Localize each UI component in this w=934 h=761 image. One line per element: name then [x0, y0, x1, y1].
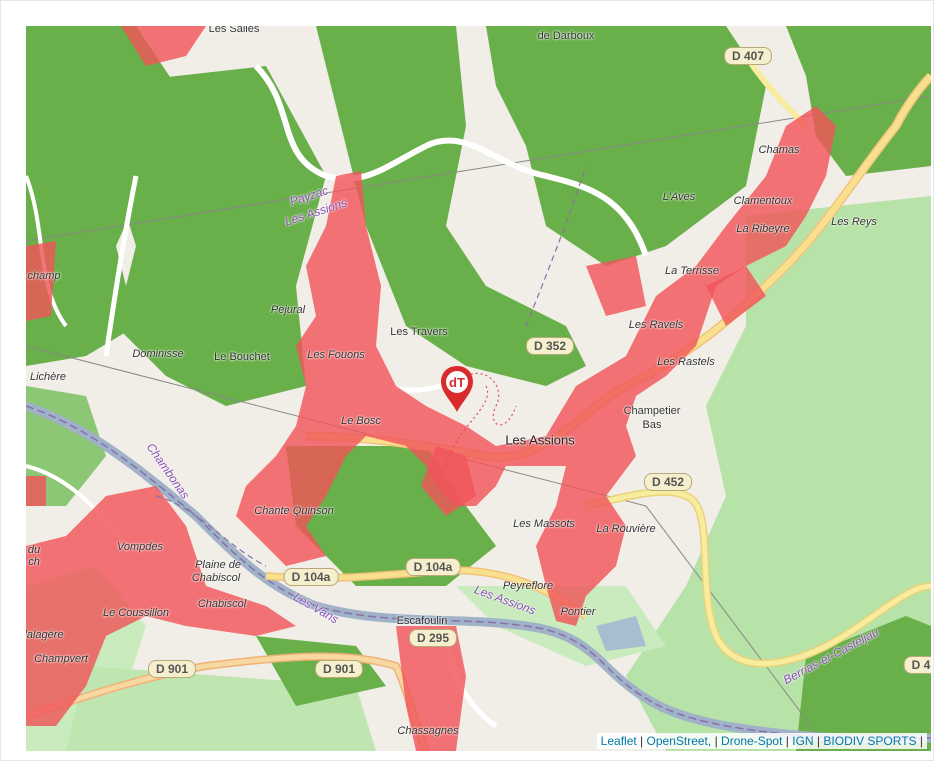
place-label: Le Bouchet: [214, 351, 270, 363]
place-label: La Terrisse: [664, 265, 720, 277]
restricted-zones: [26, 26, 836, 751]
place-label: La Rouvière: [596, 523, 656, 535]
place-label: Le Bosc: [341, 415, 381, 427]
place-label: Pejural: [270, 304, 306, 316]
place-label: La Ribeyre: [736, 223, 790, 235]
place-label: Lichère: [29, 371, 67, 383]
road-shield-d452: D 452: [643, 473, 693, 491]
place-label: Chamas: [758, 144, 800, 156]
place-label: Les Fouons: [307, 349, 365, 361]
road-shield-d901: D 901: [147, 660, 197, 678]
place-label: Peyreflore: [502, 580, 554, 592]
place-label: du: [27, 544, 41, 556]
place-label: Plaine de: [195, 559, 241, 571]
place-label: Chassagnes: [397, 725, 459, 737]
attribution-link-ign[interactable]: IGN: [792, 734, 814, 748]
road-shield-d104a: D 104a: [283, 568, 339, 586]
river-boundary: [26, 405, 931, 740]
place-label: Les Reys: [831, 216, 877, 228]
map-attribution: Leaflet | OpenStreet, | Drone-Spot | IGN…: [596, 733, 927, 749]
place-label: Champvert: [34, 653, 88, 665]
place-label: Les Ravels: [628, 319, 684, 331]
forest-area: [796, 616, 931, 751]
place-label: Le Coussillon: [102, 607, 170, 619]
attribution-separator: |: [816, 734, 821, 748]
marker-label: dT: [449, 375, 465, 390]
place-label: ch: [28, 556, 40, 568]
place-label: Dominisse: [132, 348, 184, 360]
attribution-separator: |: [640, 734, 644, 748]
road-shield-d901: D 901: [314, 660, 364, 678]
map-tiles: [26, 26, 931, 751]
road-shield-d104a: D 104a: [405, 558, 461, 576]
meadow-area: [626, 196, 931, 751]
attribution-separator: |: [919, 734, 923, 748]
attribution-link-drone-spot[interactable]: Drone-Spot: [721, 734, 783, 748]
attribution-link-biodiv[interactable]: BIODIV SPORTS: [823, 734, 917, 748]
place-label: Bas: [642, 419, 662, 431]
place-label: Les Travers: [390, 326, 448, 338]
attribution-link-openstreet[interactable]: OpenStreet,: [646, 734, 712, 748]
road-shield-d352: D 352: [525, 337, 575, 355]
place-label: Les Salles: [208, 26, 260, 35]
village-label-les-assions: Les Assions: [505, 432, 575, 448]
place-label: Clamentoux: [733, 195, 793, 207]
forest-area: [86, 66, 326, 406]
forest-area: [486, 26, 766, 266]
map-pin-icon: dT: [441, 366, 473, 412]
attribution-link-leaflet[interactable]: Leaflet: [600, 734, 637, 748]
place-label: Les Massots: [513, 518, 575, 530]
place-label: lalagère: [26, 629, 64, 641]
map-view[interactable]: Les Salles de Darboux champ Lichère Domi…: [26, 26, 931, 751]
place-label: champ: [27, 270, 61, 282]
attribution-separator: |: [714, 734, 718, 748]
place-label: Champetier: [623, 405, 681, 417]
forest-area: [316, 26, 586, 386]
attribution-separator: |: [785, 734, 789, 748]
location-marker[interactable]: dT: [439, 364, 475, 414]
water-body: [596, 616, 646, 651]
place-label: Escafoulin: [396, 615, 448, 627]
place-label: Pontier: [560, 606, 596, 618]
place-label: Vompdes: [116, 541, 164, 553]
road-shield-d407: D 407: [723, 47, 773, 65]
place-label: Chante Quinson: [254, 505, 334, 517]
place-label: de Darboux: [537, 30, 595, 42]
road-shield-d4: D 4: [903, 656, 931, 674]
road-shield-d295: D 295: [408, 629, 458, 647]
place-label: Chabiscol: [191, 572, 241, 584]
place-label: L'Aves: [662, 191, 696, 203]
place-label: Les Rastels: [657, 356, 715, 368]
place-label: Chabiscol: [197, 598, 247, 610]
